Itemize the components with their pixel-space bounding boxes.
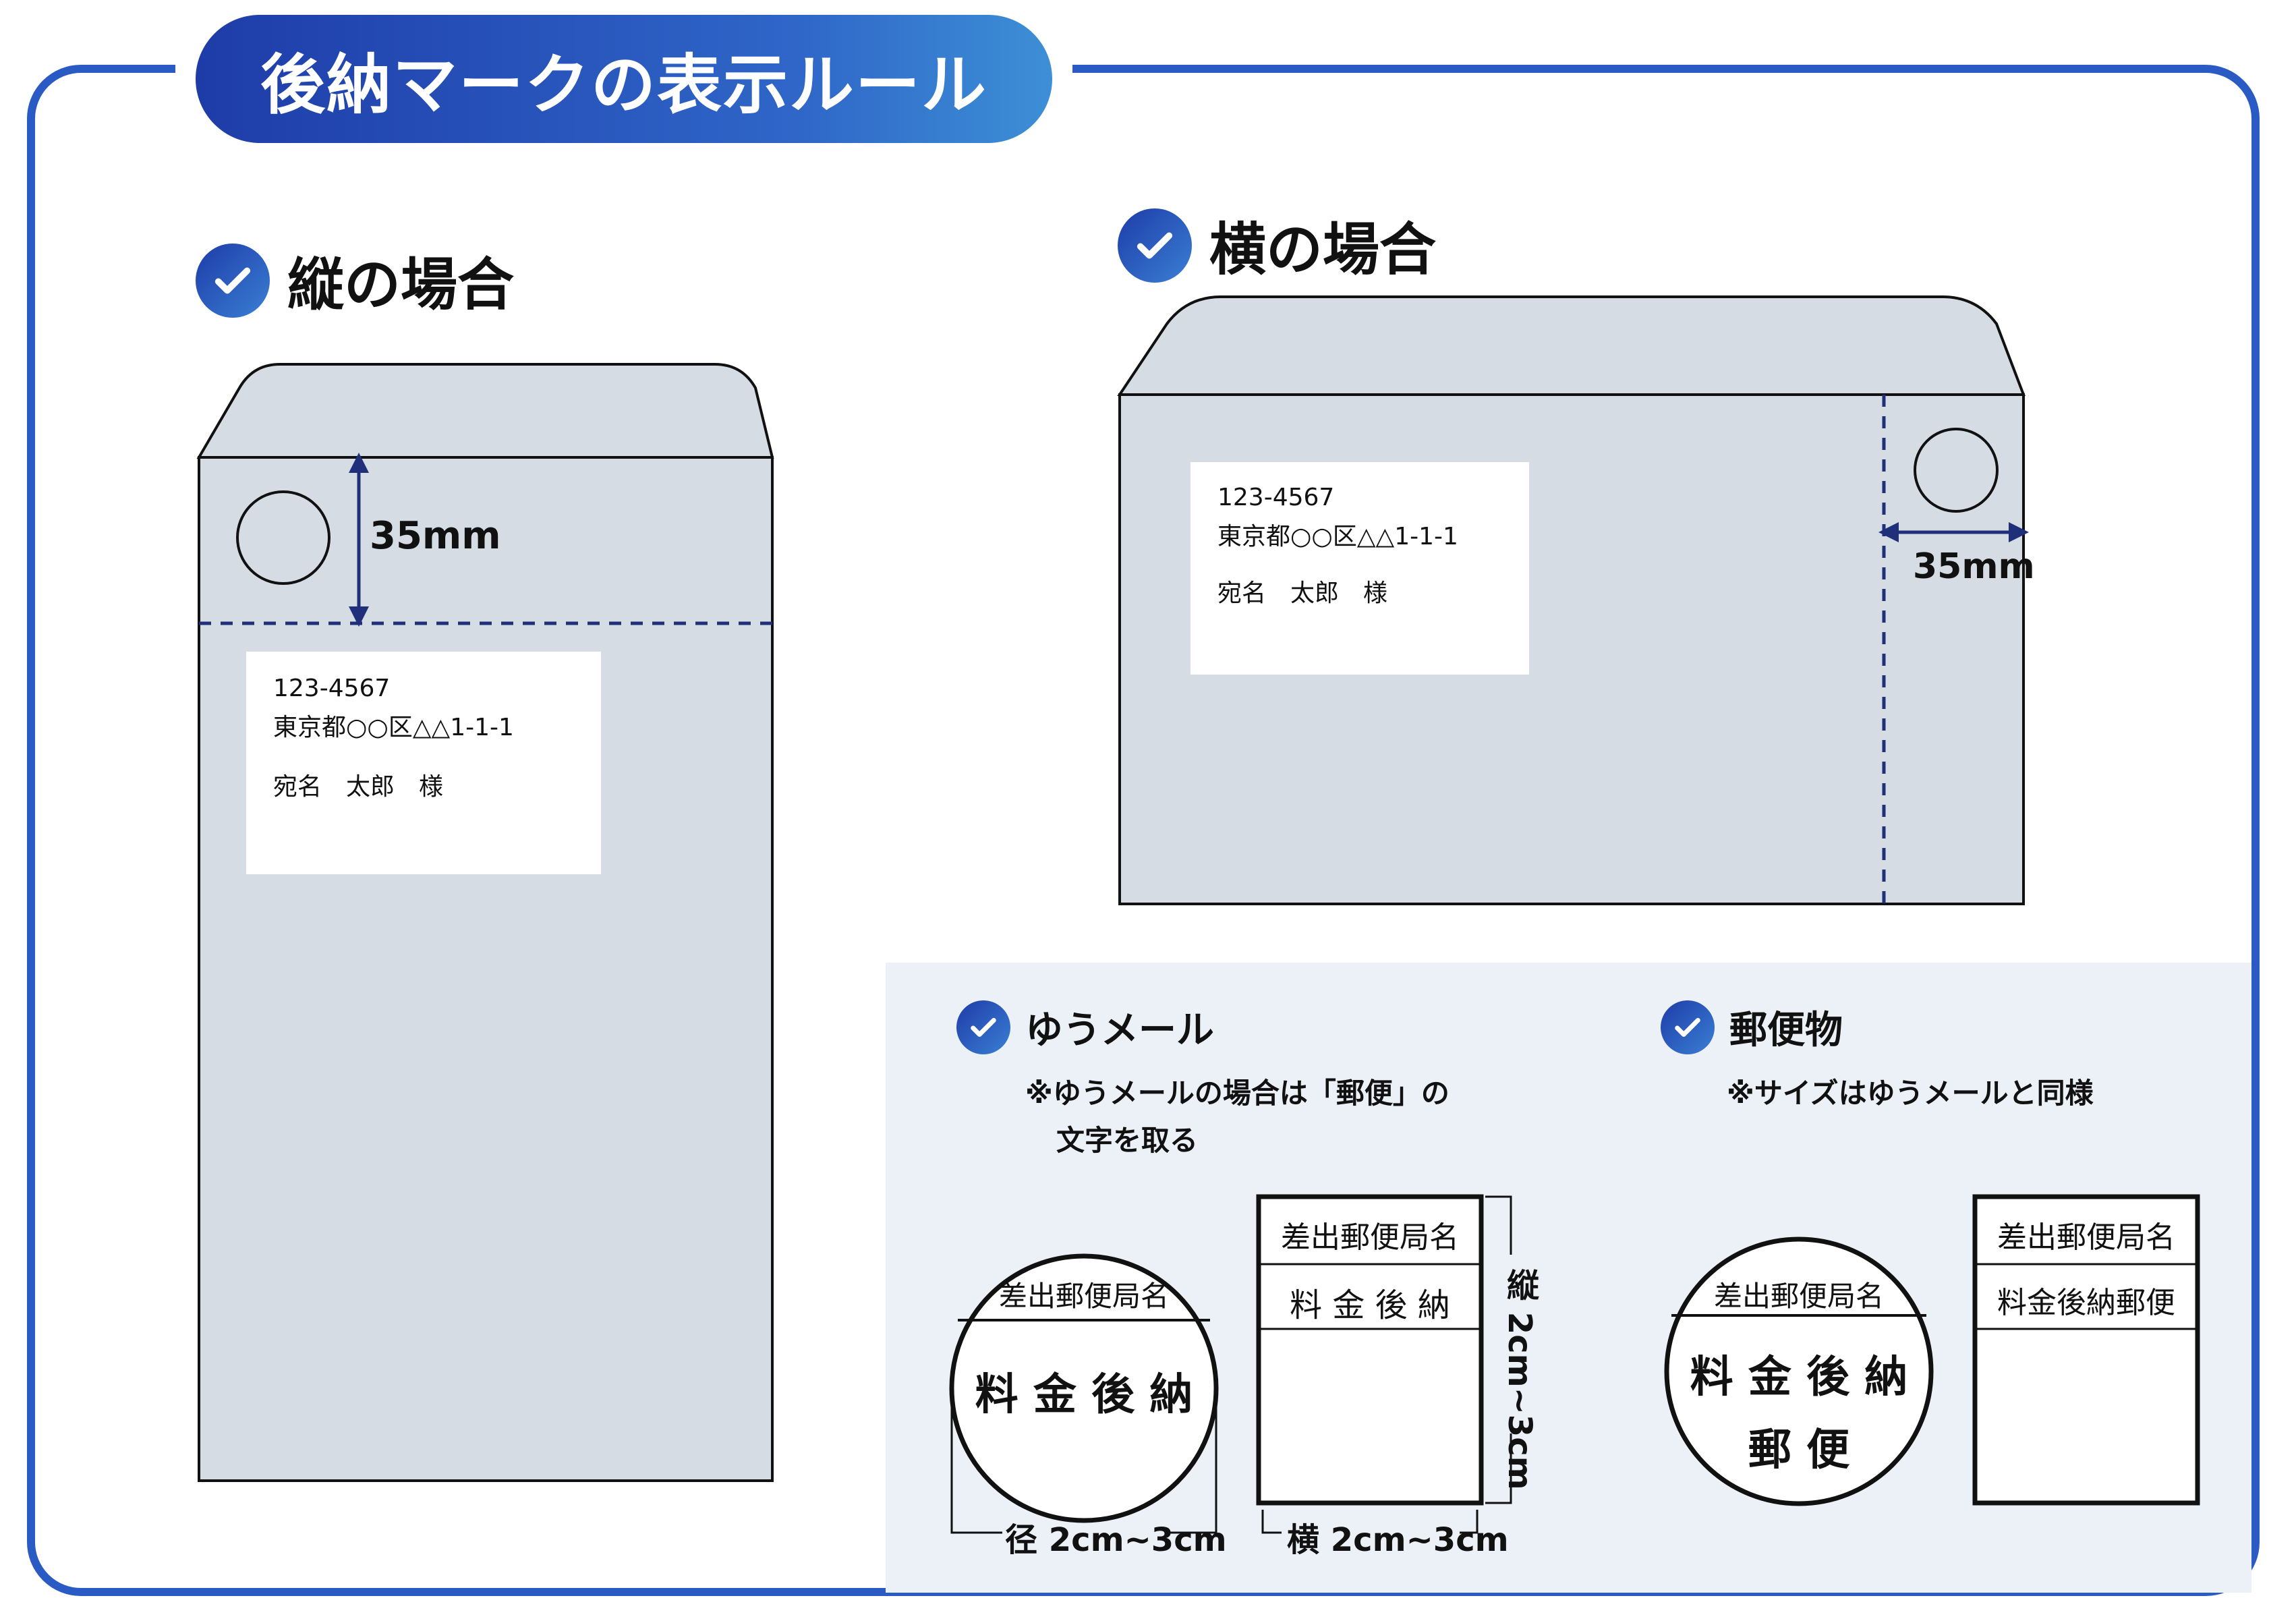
mail-square-office: 差出郵便局名	[1997, 1220, 2175, 1255]
horizontal-postal-code: 123-4567	[1217, 484, 1335, 511]
yumail-heading: ゆうメール	[956, 1000, 1214, 1054]
yumail-width-label: 横 2cm~3cm	[1287, 1521, 1509, 1559]
mail-square-mark	[1972, 1194, 2200, 1506]
horizontal-heading: 横の場合	[1118, 204, 1436, 286]
yumail-square-office: 差出郵便局名	[1281, 1220, 1459, 1255]
yumail-circle-mark	[949, 1253, 1219, 1523]
page-title: 後納マークの表示ルール	[260, 47, 987, 123]
mail-circle-mark	[1664, 1236, 1934, 1506]
mail-heading: 郵便物	[1661, 1000, 1843, 1054]
yumail-note-line2: 文字を取る	[1056, 1124, 1199, 1157]
horizontal-stamp-circle	[1914, 428, 1999, 513]
yumail-diameter-bracket	[950, 1400, 1217, 1534]
vertical-heading-text: 縦の場合	[287, 252, 515, 318]
yumail-height-bracket	[1485, 1195, 1512, 1504]
vertical-recipient-name: 宛名 太郎 様	[273, 773, 444, 801]
yumail-circle-office: 差出郵便局名	[998, 1280, 1169, 1313]
vertical-heading: 縦の場合	[196, 239, 514, 321]
horizontal-recipient-name: 宛名 太郎 様	[1217, 579, 1388, 607]
yumail-note-line1: ※ゆうメールの場合は「郵便」の	[1025, 1077, 1450, 1110]
horizontal-heading-text: 横の場合	[1209, 217, 1437, 283]
yumail-square-text: 料 金 後 納	[1290, 1286, 1450, 1324]
yumail-width-bracket	[1261, 1510, 1479, 1534]
vertical-dimension-label: 35mm	[370, 514, 501, 558]
check-circle-icon	[196, 243, 270, 318]
check-circle-icon	[1661, 1000, 1715, 1054]
vertical-address-label: 123-4567 東京都○○区△△1-1-1 宛名 太郎 様	[246, 652, 601, 874]
vertical-address-line: 東京都○○区△△1-1-1	[273, 714, 514, 741]
vertical-envelope-body	[198, 456, 774, 1482]
mail-circle-text-line2: 郵 便	[1748, 1425, 1850, 1475]
mail-heading-text: 郵便物	[1729, 1008, 1843, 1052]
mail-square-text: 料金後納郵便	[1997, 1286, 2175, 1320]
check-circle-icon	[1118, 208, 1192, 283]
yumail-height-label: 縦 2cm~3cm	[1501, 1268, 1539, 1490]
horizontal-dimension-label: 35mm	[1913, 546, 2035, 587]
mail-note: ※サイズはゆうメールと同様	[1727, 1077, 2094, 1110]
check-circle-icon	[956, 1000, 1010, 1054]
vertical-postal-code: 123-4567	[273, 675, 391, 702]
horizontal-address-label: 123-4567 東京都○○区△△1-1-1 宛名 太郎 様	[1190, 462, 1529, 675]
yumail-circle-text: 料 金 後 納	[975, 1370, 1193, 1420]
horizontal-envelope-flap	[1117, 295, 2026, 396]
yumail-diameter-label: 径 2cm~3cm	[1005, 1521, 1227, 1559]
vertical-envelope-flap	[196, 363, 774, 459]
mail-circle-office: 差出郵便局名	[1713, 1280, 1884, 1313]
horizontal-address-line: 東京都○○区△△1-1-1	[1217, 523, 1458, 550]
title-banner: 後納マークの表示ルール	[196, 15, 1052, 143]
vertical-stamp-circle	[236, 490, 331, 585]
yumail-square-mark	[1256, 1194, 1484, 1506]
yumail-note: ※ゆうメールの場合は「郵便」の 文字を取る	[1025, 1070, 1450, 1164]
yumail-heading-text: ゆうメール	[1025, 1008, 1214, 1052]
mail-circle-text-line1: 料 金 後 納	[1690, 1353, 1908, 1402]
